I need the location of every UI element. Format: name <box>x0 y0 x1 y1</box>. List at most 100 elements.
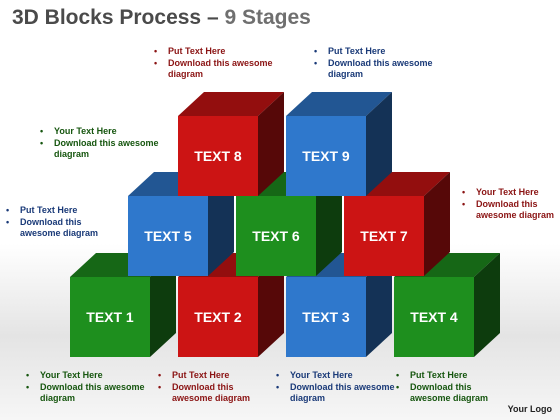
text-note-7: • Put Text Here • Download this awesome dia… <box>156 370 276 405</box>
block-front-face <box>70 277 150 357</box>
block-label: TEXT 6 <box>252 228 300 244</box>
text-note-5: •Your Text Here• Download this awesome di… <box>460 187 560 222</box>
block-front-face <box>344 196 424 276</box>
bullet-icon: • <box>396 382 400 392</box>
note-text: Download this awesome diagram <box>54 138 159 159</box>
note-bullet-item: • Download this awesome diagram <box>460 199 560 221</box>
slide-title: 3D Blocks Process – 9 Stages <box>12 6 311 30</box>
block-label: TEXT 7 <box>360 228 408 244</box>
block-side-face <box>424 172 450 276</box>
note-bullet-item: • Put Text Here <box>4 205 124 216</box>
block-label: TEXT 5 <box>144 228 192 244</box>
note-bullet-item: • Your Text Here <box>274 370 399 381</box>
block-8-shape <box>178 92 284 196</box>
block-1: TEXT 1 <box>70 253 178 357</box>
bullet-icon: • <box>6 217 10 227</box>
block-label: TEXT 4 <box>410 309 458 325</box>
note-bullet-item: •Download this awesome diagram <box>274 382 399 404</box>
block-8: TEXT 8 <box>178 92 286 196</box>
note-text: Download this awesome diagram <box>328 58 433 79</box>
block-label: TEXT 3 <box>302 309 350 325</box>
note-text: Put Text Here <box>20 205 78 215</box>
block-9-shape <box>286 92 392 196</box>
block-1-shape <box>70 253 176 357</box>
note-text: Your Text Here <box>476 187 539 197</box>
block-front-face <box>128 196 208 276</box>
bullet-icon: • <box>154 46 158 56</box>
note-text: Download this awesome diagram <box>172 382 251 403</box>
bullet-icon: • <box>26 382 30 392</box>
note-bullet-item: • Download this awesome diagram <box>24 382 154 404</box>
note-text: Your Text Here <box>40 370 103 380</box>
note-text: Put Text Here <box>410 370 468 380</box>
note-bullet-item: • Download this awesome diagram <box>152 58 282 80</box>
block-side-face <box>258 92 284 196</box>
block-side-face <box>366 92 392 196</box>
note-text: Download this awesome diagram <box>476 199 555 220</box>
bullet-icon: • <box>40 126 44 136</box>
bullet-icon: • <box>314 58 318 68</box>
note-bullet-item: • Download this awesome diagram <box>394 382 514 404</box>
text-note-1: •Put Text Here• Download this awesome dia… <box>152 46 282 81</box>
block-side-face <box>208 172 234 276</box>
note-bullet-item: • Download this awesome diagram <box>156 382 276 404</box>
bullet-icon: • <box>462 199 466 209</box>
title-dash: – <box>201 6 225 29</box>
bullet-icon: • <box>314 46 318 56</box>
note-text: Download this awesome diagram <box>290 382 395 403</box>
text-note-2: • Put Text Here • Download this awesome dia… <box>312 46 442 81</box>
bullet-icon: • <box>40 138 44 148</box>
block-label: TEXT 1 <box>86 309 134 325</box>
bullet-icon: • <box>154 58 158 68</box>
block-side-face <box>474 253 500 357</box>
block-label: TEXT 2 <box>194 309 242 325</box>
block-front-face <box>286 116 366 196</box>
block-side-face <box>258 253 284 357</box>
title-sub: 9 Stages <box>224 6 311 29</box>
bullet-icon: • <box>396 370 400 380</box>
note-text: Put Text Here <box>172 370 230 380</box>
logo-text: Your Logo <box>507 404 552 414</box>
block-top-face <box>178 92 284 116</box>
block-label: TEXT 8 <box>194 148 242 164</box>
note-bullet-item: • Your Text Here <box>38 126 168 137</box>
note-bullet-item: • Download this awesome diagram <box>4 217 124 239</box>
note-bullet-item: • Download this awesome diagram <box>38 138 168 160</box>
block-front-face <box>178 116 258 196</box>
note-text: Download this awesome diagram <box>410 382 489 403</box>
note-bullet-item: •Put Text Here <box>152 46 282 57</box>
block-9: TEXT 9 <box>286 92 394 196</box>
text-note-8: •Your Text Here•Download this awesome di… <box>274 370 399 405</box>
block-front-face <box>178 277 258 357</box>
title-main: 3D Blocks Process <box>12 6 202 29</box>
block-side-face <box>150 253 176 357</box>
block-label: TEXT 9 <box>302 148 350 164</box>
block-side-face <box>316 172 342 276</box>
bullet-icon: • <box>276 370 280 380</box>
text-note-9: • Put Text Here • Download this awesome dia… <box>394 370 514 405</box>
note-bullet-item: • Put Text Here <box>156 370 276 381</box>
note-bullet-item: •Your Text Here <box>460 187 560 198</box>
note-text: Your Text Here <box>290 370 353 380</box>
note-text: Put Text Here <box>328 46 386 56</box>
block-top-face <box>286 92 392 116</box>
text-note-3: • Your Text Here • Download this awesome di… <box>38 126 168 161</box>
note-text: Your Text Here <box>54 126 117 136</box>
note-text: Download this awesome diagram <box>168 58 273 79</box>
bullet-icon: • <box>6 205 10 215</box>
note-bullet-item: • Your Text Here <box>24 370 154 381</box>
block-front-face <box>286 277 366 357</box>
bullet-icon: • <box>26 370 30 380</box>
text-note-6: • Your Text Here • Download this awesome di… <box>24 370 154 405</box>
block-front-face <box>236 196 316 276</box>
bullet-icon: • <box>158 382 162 392</box>
bullet-icon: • <box>276 382 280 392</box>
bullet-icon: • <box>158 370 162 380</box>
note-bullet-item: • Put Text Here <box>394 370 514 381</box>
note-bullet-item: • Put Text Here <box>312 46 442 57</box>
note-bullet-item: • Download this awesome diagram <box>312 58 442 80</box>
note-text: Download this awesome diagram <box>40 382 145 403</box>
block-side-face <box>366 253 392 357</box>
note-text: Download this awesome diagram <box>20 217 99 238</box>
